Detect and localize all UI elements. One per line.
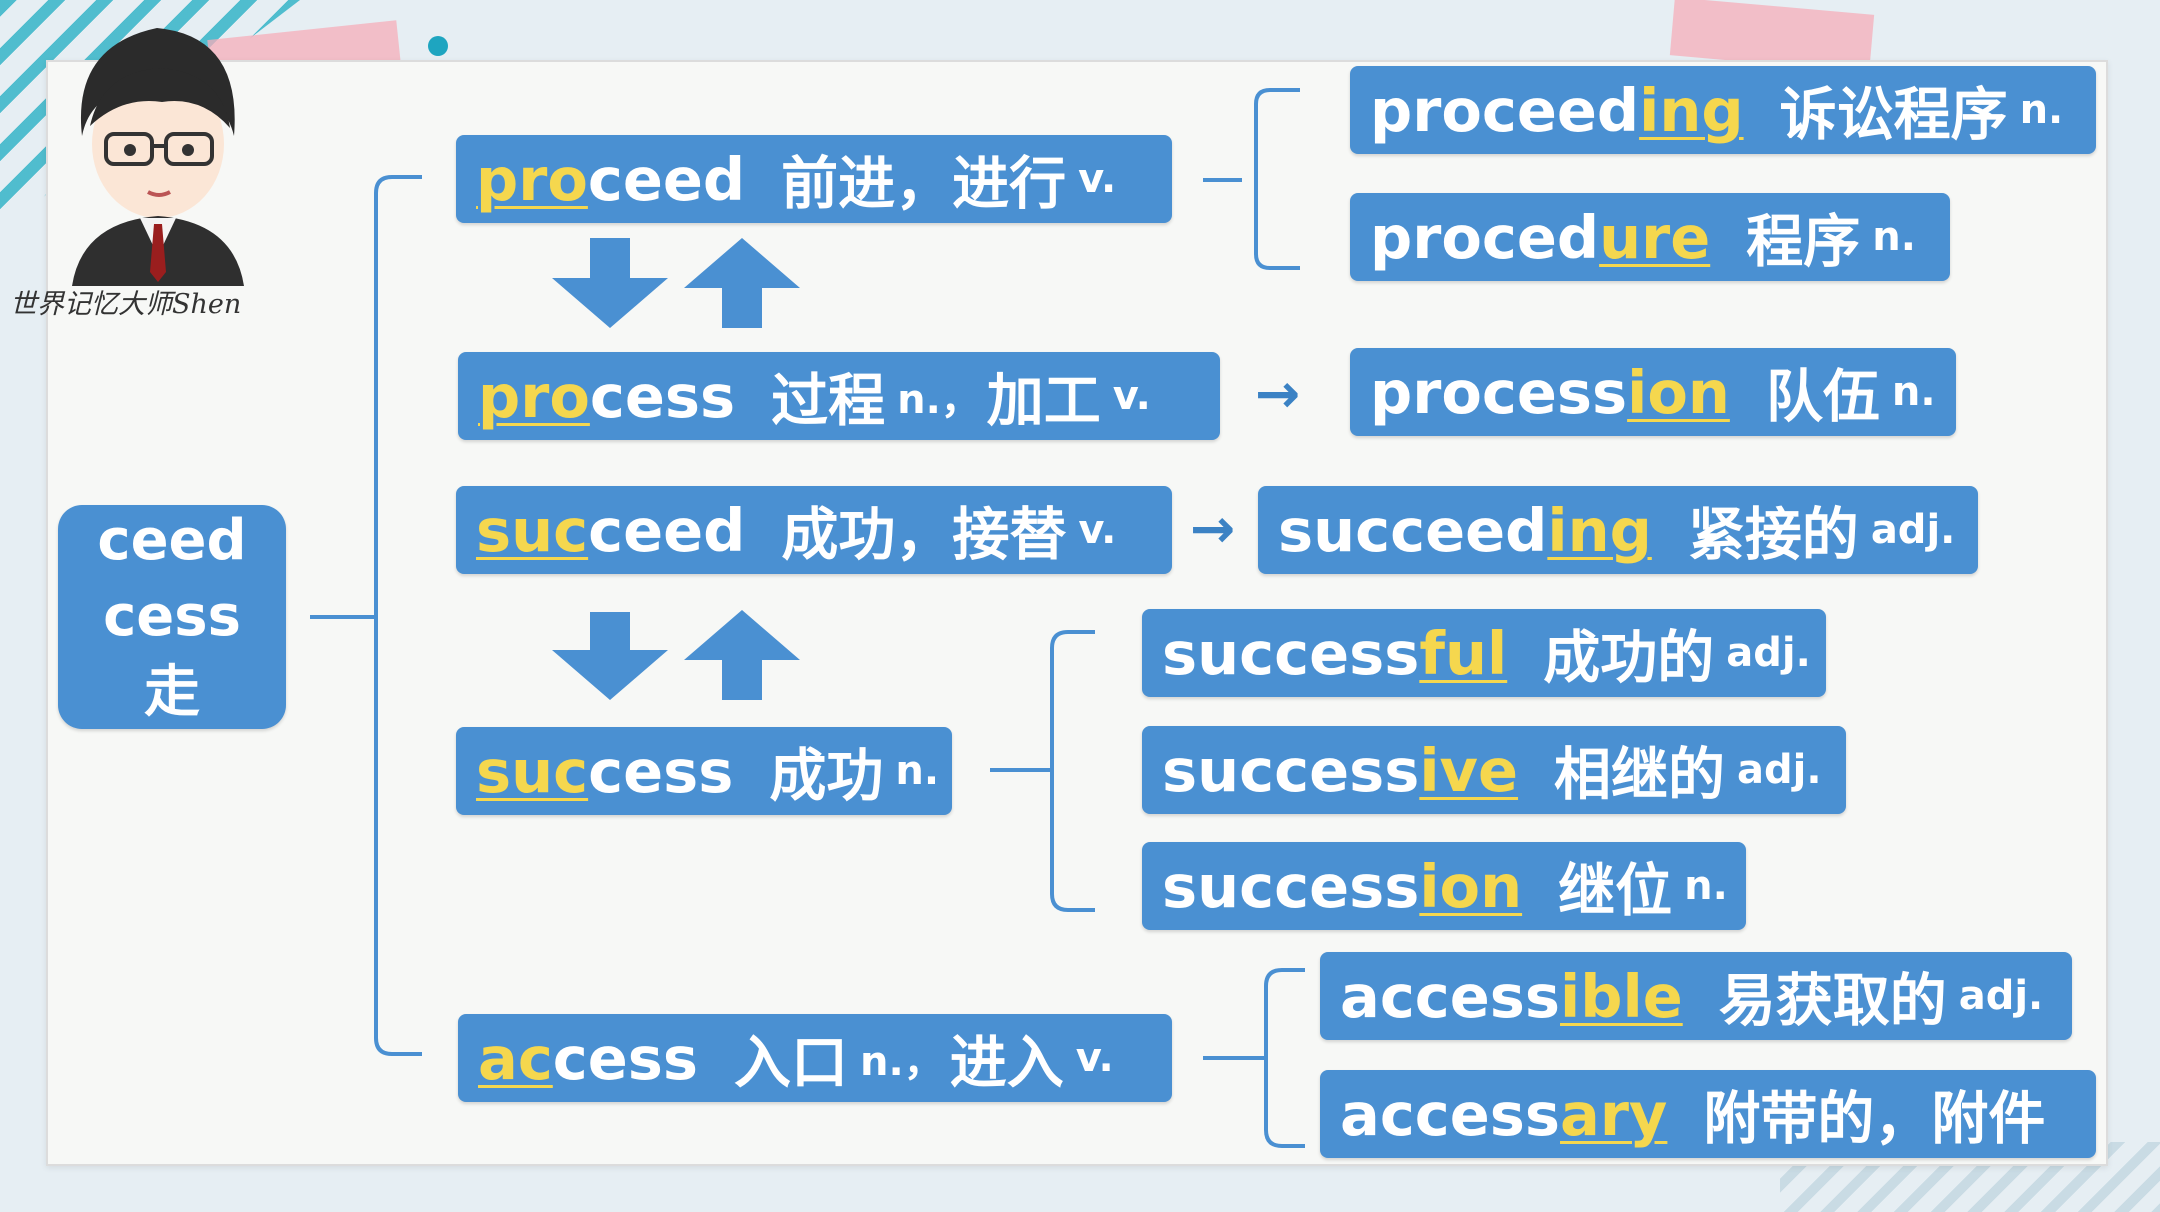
meaning: 紧接的: [1687, 502, 1859, 568]
suffix-highlight: ful: [1419, 618, 1508, 688]
meaning: 前进，进行: [781, 151, 1067, 217]
meaning: 过程: [771, 368, 886, 434]
word-base: proced: [1370, 202, 1600, 272]
part-of-speech: n.: [1684, 863, 1728, 909]
suffix-highlight: ure: [1599, 202, 1711, 272]
arrow-down-icon: [552, 612, 668, 700]
suffix-highlight: ary: [1560, 1079, 1668, 1149]
word-box-proceeding: proceeding 诉讼程序 n.: [1350, 66, 2096, 154]
avatar-caption: 世界记忆大师Shen: [10, 289, 242, 320]
part-of-speech: n.，: [897, 377, 981, 423]
root-node: ceed cess 走: [58, 505, 286, 729]
prefix-highlight: suc: [476, 736, 589, 806]
word-box-accessible: accessible 易获取的 adj.: [1320, 952, 2072, 1040]
root-meaning: 走: [144, 660, 200, 725]
root-ceed: ceed: [97, 508, 247, 573]
part-of-speech: adj.: [1870, 507, 1956, 553]
meaning: 附带的，附件: [1703, 1086, 2046, 1152]
word-box-access: access 入口 n.， 进入 v.: [458, 1014, 1172, 1102]
word-box-succeed: succeed 成功，接替 v.: [456, 486, 1172, 574]
teacher-avatar: [72, 28, 244, 286]
word-rest: cess: [588, 736, 734, 806]
part-of-speech: n.: [895, 748, 940, 794]
word-rest: cess: [552, 1023, 699, 1093]
meaning: 程序: [1746, 209, 1861, 275]
word-rest: ceed: [588, 495, 746, 565]
suffix-highlight: ive: [1419, 735, 1519, 805]
prefix-highlight: ac: [478, 1023, 553, 1093]
word-box-procedure: procedure 程序 n.: [1350, 193, 1950, 281]
meaning: 成功的: [1543, 625, 1715, 691]
meaning: 继位: [1558, 858, 1673, 924]
part-of-speech: n.: [1891, 369, 1936, 415]
word-base: proceed: [1370, 75, 1640, 145]
access-bracket: [1203, 968, 1305, 1148]
part-of-speech: v.: [1078, 507, 1117, 553]
word-box-succession: succession 继位 n.: [1142, 842, 1746, 930]
word-box-succeeding: succeeding 紧接的 adj.: [1258, 486, 1978, 574]
prefix-highlight: pro: [478, 361, 590, 431]
root-cess: cess: [103, 584, 241, 649]
arrow-right-icon: →: [1190, 497, 1236, 560]
part-of-speech: adj.: [1726, 630, 1811, 676]
proceed-bracket: [1203, 88, 1300, 270]
part-of-speech: adj.: [1958, 973, 2044, 1019]
part-of-speech: v.: [1075, 1035, 1114, 1081]
meaning: 相继的: [1554, 742, 1726, 808]
meaning: 易获取的: [1718, 968, 1947, 1034]
word-base: access: [1340, 961, 1561, 1031]
arrow-down-icon: [552, 238, 668, 328]
word-base: success: [1162, 851, 1420, 921]
part-of-speech: v.: [1078, 156, 1117, 202]
arrow-right-icon: →: [1255, 362, 1301, 425]
suffix-highlight: ible: [1560, 961, 1683, 1031]
word-box-accessary: accessary 附带的，附件: [1320, 1070, 2096, 1158]
meaning: 进入: [949, 1030, 1064, 1096]
prefix-highlight: suc: [476, 495, 589, 565]
success-bracket: [990, 630, 1095, 912]
part-of-speech: n.: [1872, 214, 1916, 260]
meaning: 成功: [769, 743, 884, 809]
word-rest: cess: [589, 361, 736, 431]
word-box-successful: successful 成功的 adj.: [1142, 609, 1826, 697]
word-base: access: [1340, 1079, 1561, 1149]
suffix-highlight: ing: [1639, 75, 1744, 145]
word-base: process: [1370, 357, 1628, 427]
word-box-process: process 过程 n.， 加工 v.: [458, 352, 1220, 440]
part-of-speech: v.: [1112, 373, 1151, 419]
part-of-speech: n.: [2019, 87, 2064, 133]
word-box-successive: successive 相继的 adj.: [1142, 726, 1846, 814]
arrow-up-icon: [684, 238, 800, 328]
meaning: 加工: [986, 368, 1101, 434]
meaning: 入口: [734, 1030, 849, 1096]
word-box-proceed: proceed 前进，进行 v.: [456, 135, 1172, 223]
word-base: success: [1162, 735, 1420, 805]
meaning: 队伍: [1765, 364, 1880, 430]
suffix-highlight: ion: [1419, 851, 1523, 921]
decorative-dot: [428, 36, 448, 56]
part-of-speech: adj.: [1737, 747, 1822, 793]
meaning: 成功，接替: [781, 502, 1067, 568]
suffix-highlight: ion: [1627, 357, 1730, 427]
word-base: success: [1162, 618, 1420, 688]
word-box-procession: procession 队伍 n.: [1350, 348, 1956, 436]
arrow-up-icon: [684, 610, 800, 700]
word-rest: ceed: [587, 144, 746, 214]
prefix-highlight: pro: [476, 144, 588, 214]
word-base: succeed: [1278, 495, 1548, 565]
part-of-speech: n.，: [860, 1039, 944, 1085]
word-box-success: success 成功 n.: [456, 727, 952, 815]
main-bracket: [374, 175, 422, 1056]
suffix-highlight: ing: [1547, 495, 1652, 565]
meaning: 诉讼程序: [1779, 82, 2008, 148]
